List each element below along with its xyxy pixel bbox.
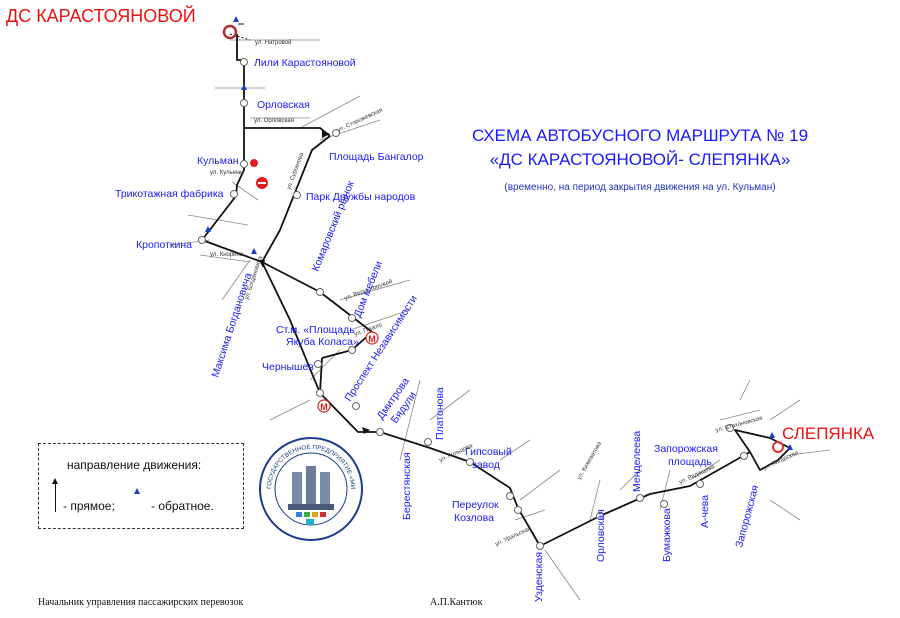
stop-marker	[376, 428, 384, 436]
stop-marker	[348, 346, 356, 354]
stop-label: Козлова	[454, 512, 494, 524]
stop-marker	[230, 190, 238, 198]
street-label: ул. Орловская	[254, 118, 294, 124]
stop-label: Парк Дружбы народов	[306, 191, 416, 203]
stop-label: Платонова	[434, 387, 446, 440]
street-label: ул. Кульман	[210, 170, 243, 176]
stop-marker	[536, 542, 544, 550]
stop-label: Трикотажная фабрика	[115, 188, 224, 200]
stop-label: Ст.м. «Площадь	[276, 324, 355, 336]
stop-marker	[332, 129, 340, 137]
stop-label: Орловская	[257, 99, 310, 111]
stop-marker	[424, 438, 432, 446]
svg-text:M: M	[320, 402, 328, 412]
stop-marker	[506, 492, 514, 500]
stop-label: Гипсовый	[465, 446, 512, 458]
stop-label: площадь	[668, 456, 712, 468]
street-label: ул. Сторожевская	[336, 107, 383, 133]
map-title-line1: СХЕМА АВТОБУСНОГО МАРШРУТА № 19	[471, 126, 809, 145]
street-label: ул. Кижеватова	[577, 440, 604, 481]
terminal-end-icon	[772, 441, 784, 453]
stop-label: Кульман	[197, 155, 239, 167]
stop-label: Узденская	[533, 552, 545, 602]
stop-marker	[293, 191, 301, 199]
map-title-line2: «ДС КАРАСТОЯНОВОЙ- СЛЕПЯНКА»	[489, 150, 791, 169]
legend-title: направление движения:	[67, 458, 202, 472]
terminal-start-label: ДС КАРАСТОЯНОВОЙ	[6, 6, 196, 26]
no-entry-icon	[256, 177, 268, 189]
stop-label: Чернышев	[262, 361, 314, 373]
footer-signature: А.П.Кантюк	[430, 597, 483, 608]
terminal-end-label: СЛЕПЯНКА	[782, 424, 875, 443]
stop-label: А-чева	[699, 495, 711, 528]
stop-label: Переулок	[452, 499, 499, 511]
stop-marker	[198, 236, 206, 244]
stop-label: Площадь Бангалор	[329, 151, 424, 163]
stop-marker	[316, 389, 324, 397]
stop-marker	[596, 512, 604, 520]
stop-marker	[314, 360, 322, 368]
legend-backward: - обратное.	[151, 499, 214, 513]
legend-forward: - прямое;	[63, 499, 115, 513]
metro-icon: M	[317, 399, 331, 413]
legend: направление движения: - прямое; - обратн…	[38, 443, 244, 529]
street-label: ул. Натровой	[255, 39, 291, 46]
svg-text:M: M	[368, 334, 376, 344]
stop-marker	[696, 480, 704, 488]
stop-label: Кропоткина	[136, 239, 192, 251]
street-label: ул. Уральская	[494, 526, 532, 548]
stop-label: Бумажкова	[661, 508, 673, 562]
stop-marker	[514, 506, 522, 514]
street-label: ул. Ангарская	[762, 450, 799, 472]
stop-marker	[316, 288, 324, 296]
stop-label: Берестянская	[401, 452, 413, 520]
stop-marker	[348, 314, 356, 322]
stop-marker	[352, 402, 360, 410]
stop-sign-icon	[250, 159, 258, 167]
stop-marker	[240, 160, 248, 168]
metro-icon: M	[365, 331, 379, 345]
stop-label: Орловская	[595, 509, 607, 562]
footer-position: Начальник управления пассажирских перево…	[38, 597, 244, 608]
stop-marker	[240, 58, 248, 66]
stop-marker	[466, 458, 474, 466]
terminal-start-icon	[222, 24, 238, 40]
stop-label: завод	[472, 459, 500, 471]
street-label: ул. Сурганова	[286, 152, 305, 191]
street-label: ул. Кнорина	[210, 252, 244, 258]
stop-marker	[240, 99, 248, 107]
stop-marker	[740, 452, 748, 460]
map-note: (временно, на период закрытия движения н…	[504, 182, 776, 193]
stop-label: Менделеева	[631, 431, 643, 492]
company-seal: ГОСУДАРСТВЕННОЕ ПРЕДПРИЯТИЕ «МИНСКТРАНС»	[258, 436, 363, 541]
stop-label: Запорожская	[654, 443, 718, 455]
stop-marker	[636, 494, 644, 502]
stop-label: Лили Карастояновой	[254, 57, 356, 69]
forward-arrow-icon	[52, 478, 58, 512]
stop-marker	[726, 424, 734, 432]
stop-label: Якуба Коласа»	[286, 336, 359, 348]
stop-label: Запорожская	[733, 484, 761, 549]
stop-marker	[660, 500, 668, 508]
